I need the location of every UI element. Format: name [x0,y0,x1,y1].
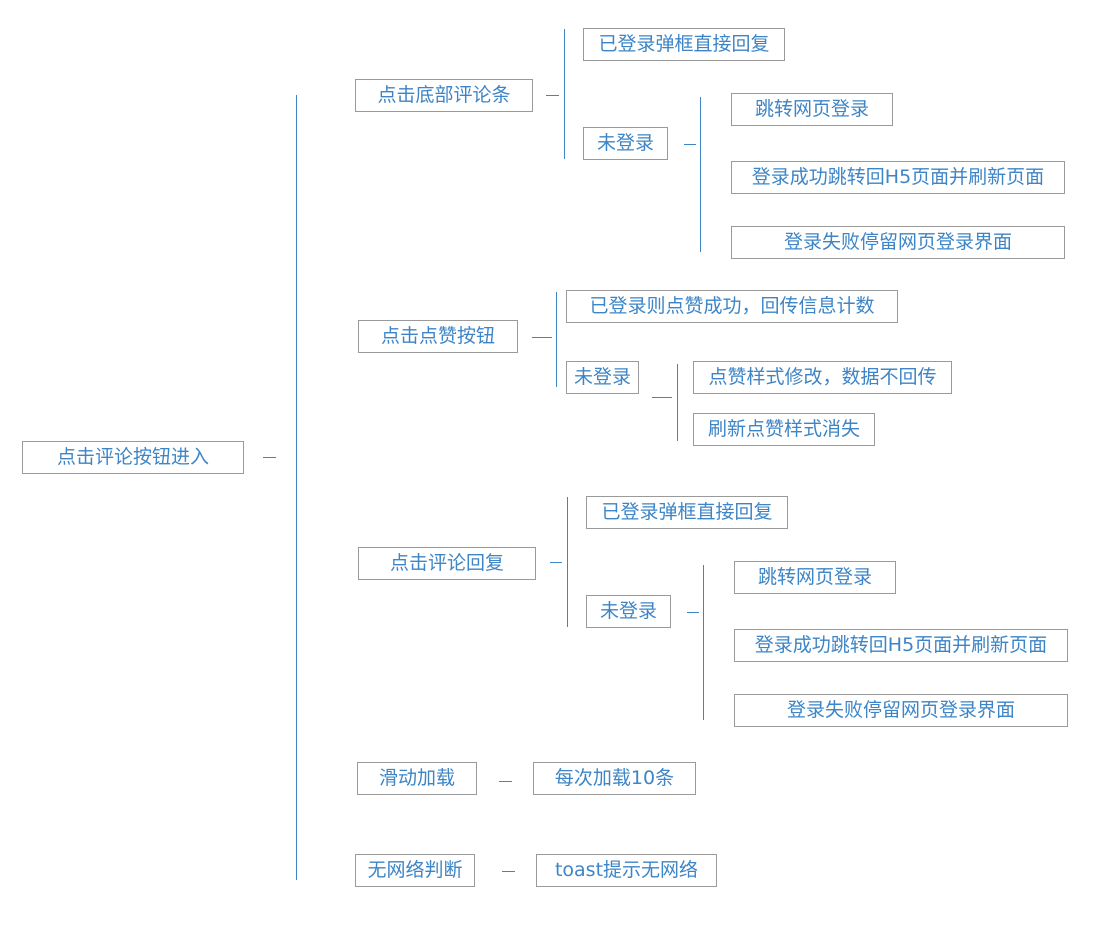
like-outcome-1: 点赞样式修改，数据不回传 [693,361,952,394]
scroll-load-node: 滑动加载 [357,762,477,795]
reply-not-logged-in-connector [687,612,699,613]
like-not-logged-in-node: 未登录 [566,361,639,394]
like-node: 点击点赞按钮 [358,320,518,353]
like-connector [532,337,552,338]
reply-spine [567,497,568,627]
reply-outcomes-spine [703,565,704,720]
bottom-comment-outcome-1: 跳转网页登录 [731,93,893,126]
no-network-node: 无网络判断 [355,854,475,887]
no-network-connector [502,871,515,872]
scroll-load-connector [499,781,512,782]
bottom-comment-not-logged-in-node: 未登录 [583,127,668,160]
bottom-comment-not-logged-in-connector [684,144,696,145]
like-logged-in-node: 已登录则点赞成功，回传信息计数 [566,290,898,323]
root-connector [263,457,276,458]
like-spine [556,292,557,387]
scroll-load-result-node: 每次加载10条 [533,762,696,795]
reply-connector [550,562,562,563]
reply-logged-in-node: 已登录弹框直接回复 [586,496,788,529]
reply-not-logged-in-node: 未登录 [586,595,671,628]
bottom-comment-outcome-3: 登录失败停留网页登录界面 [731,226,1065,259]
root-spine [296,95,297,880]
bottom-comment-logged-in-node: 已登录弹框直接回复 [583,28,785,61]
reply-outcome-3: 登录失败停留网页登录界面 [734,694,1068,727]
bottom-comment-outcome-2: 登录成功跳转回H5页面并刷新页面 [731,161,1065,194]
reply-outcome-1: 跳转网页登录 [734,561,896,594]
reply-outcome-2: 登录成功跳转回H5页面并刷新页面 [734,629,1068,662]
bottom-comment-node: 点击底部评论条 [355,79,533,112]
root-node: 点击评论按钮进入 [22,441,244,474]
bottom-comment-outcomes-spine [700,97,701,252]
like-outcomes-spine [677,364,678,441]
bottom-comment-connector [546,95,559,96]
bottom-comment-spine [564,29,565,159]
no-network-result-node: toast提示无网络 [536,854,717,887]
like-not-logged-in-connector [652,397,672,398]
like-outcome-2: 刷新点赞样式消失 [693,413,875,446]
reply-node: 点击评论回复 [358,547,536,580]
